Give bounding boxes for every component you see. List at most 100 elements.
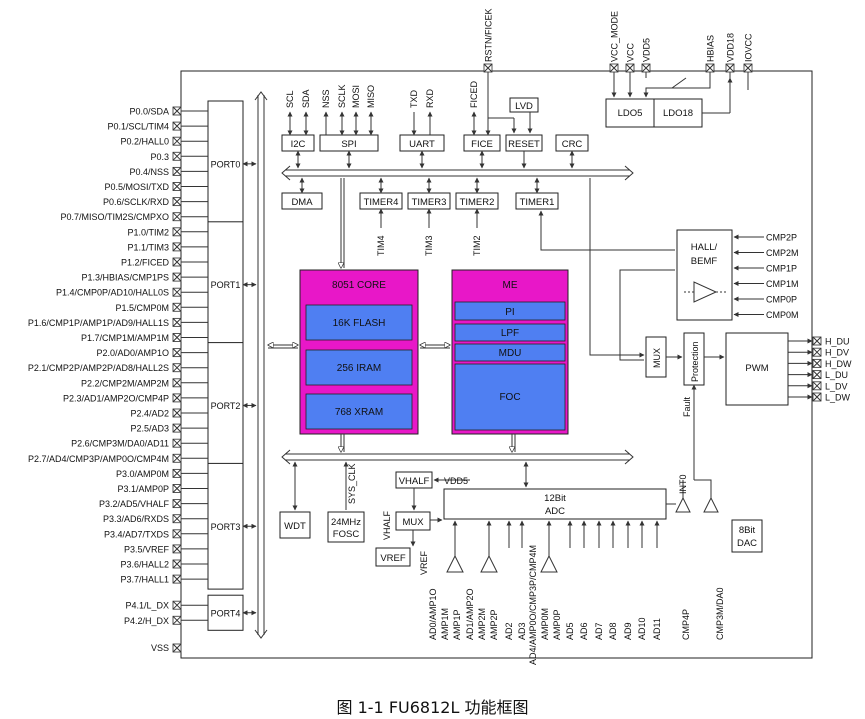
amp2-opamp	[480, 554, 498, 573]
port-label: PORT3	[211, 522, 241, 532]
left-pin-marker	[172, 514, 182, 524]
left-pin-marker	[172, 529, 182, 539]
adc-block: 12Bit ADC	[443, 461, 667, 520]
wdt-block: WDT	[279, 461, 311, 539]
motor-engine: ME PI LPF MDU FOC	[451, 269, 569, 435]
timer3-block: TIMER3 TIM3	[407, 177, 451, 256]
left-pin-marker	[172, 499, 182, 509]
left-pin-label: P0.5/MOSI/TXD	[104, 182, 169, 192]
hall-label: HALL/	[691, 242, 718, 253]
left-pin-marker	[172, 348, 182, 358]
left-pin-marker	[172, 544, 182, 554]
uart-label: UART	[409, 139, 435, 150]
adc-bits-label: 12Bit	[544, 493, 566, 504]
adc-input-label: AD1/AMP2O	[465, 588, 475, 640]
pwm-label: PWM	[745, 363, 768, 374]
adc-input-label: AD10	[637, 617, 647, 640]
hall-bemf-block: HALL/ BEMF	[676, 229, 733, 321]
left-pin-label: P2.2/CMP2M/AMP2M	[81, 378, 169, 388]
dma-label: DMA	[291, 197, 313, 208]
left-pin-marker	[172, 212, 182, 222]
left-pin-label: P2.5/AD3	[130, 424, 169, 434]
fosc-freq-label: 24MHz	[331, 517, 361, 528]
left-pin-label: P3.5/VREF	[124, 544, 170, 554]
lpf-block	[454, 323, 566, 342]
left-pin-label: P2.1/CMP2P/AMP2P/AD8/HALL2S	[28, 363, 169, 373]
mdu-block	[454, 343, 566, 362]
spi-label: SPI	[341, 139, 356, 150]
left-pin-marker	[172, 287, 182, 297]
adc-input-label: CMP4P	[681, 609, 691, 640]
tim3-label: TIM3	[424, 235, 434, 256]
pwm-output-label: H_DW	[825, 359, 852, 369]
pwm-output-label: L_DU	[825, 370, 848, 380]
peripheral-bus-top	[281, 165, 634, 181]
left-pin-marker	[172, 378, 182, 388]
pwm-output-label: L_DV	[825, 381, 848, 391]
int0-comparators: INT0	[666, 474, 719, 513]
left-pin-label: P2.3/AD1/AMP2O/CMP4P	[63, 393, 169, 403]
pwm-block	[725, 332, 789, 406]
left-pin-marker	[172, 227, 182, 237]
left-pin-marker	[172, 574, 182, 584]
figure-caption: 图 1-1 FU6812L 功能框图	[336, 698, 529, 717]
mux-bottom-label: MUX	[402, 517, 424, 528]
amp1-opamp	[446, 554, 464, 573]
vhalf-label: VHALF	[399, 476, 430, 487]
adc-input-label: CMP3M/DA0	[715, 587, 725, 640]
top-pin-marker	[743, 63, 753, 73]
pi-block	[454, 301, 566, 321]
iram-label: 256 IRAM	[337, 363, 381, 374]
left-pin-marker	[172, 302, 182, 312]
port-bus	[254, 91, 268, 639]
pwm-output-marker	[812, 381, 822, 391]
adc-input-label: AD5	[565, 622, 575, 640]
adc-input-label: AD3	[517, 622, 527, 640]
dma-block: DMA	[281, 177, 323, 210]
pwm-output-marker	[812, 370, 822, 380]
left-pin-label: P2.0/AD0/AMP1O	[96, 348, 169, 358]
fice-block: FICE FICED	[463, 78, 517, 169]
adc-input-label: AMP0M	[540, 608, 550, 640]
ldo-area: LDO5 LDO18	[605, 77, 749, 128]
adc-input-label: AD8	[608, 622, 618, 640]
reset-block: RESET	[505, 134, 543, 169]
mux-right-label: MUX	[652, 348, 662, 368]
left-pin-label: P0.4/NSS	[129, 167, 169, 177]
adc-input-label: AMP1P	[452, 609, 462, 640]
port-label: PORT4	[211, 608, 241, 618]
int0-label: INT0	[678, 474, 688, 494]
left-pin-marker	[172, 408, 182, 418]
left-pin-label: P2.6/CMP3M/DA0/AD11	[71, 439, 169, 449]
mosi-label: MOSI	[351, 85, 361, 108]
vref-block	[375, 547, 411, 567]
pwm-output-marker	[812, 336, 822, 346]
timer1-block: TIMER1	[515, 177, 675, 251]
core-8051: 8051 CORE 16K FLASH 256 IRAM 768 XRAM	[299, 269, 419, 435]
pwm-path: MUX Protection PWM Fault	[589, 178, 789, 480]
left-pin-label: P1.6/CMP1P/AMP1P/AD9/HALL1S	[28, 318, 169, 328]
left-pin-marker	[172, 151, 182, 161]
pwm-output-label: L_DW	[825, 393, 851, 403]
ldo5-label: LDO5	[618, 108, 643, 119]
timer1-label: TIMER1	[520, 197, 555, 208]
sclk-label: SCLK	[337, 84, 347, 108]
uart-block: UART TXD RXD	[399, 88, 445, 169]
amp0-opamp	[540, 554, 558, 573]
port-block	[207, 342, 244, 469]
cmp-input-label: CMP0M	[766, 310, 799, 320]
me-title: ME	[503, 280, 518, 291]
left-pin-marker	[172, 272, 182, 282]
top-pin-marker	[609, 63, 619, 73]
left-pin-marker	[172, 468, 182, 478]
left-pin-label: P3.6/HALL2	[120, 560, 169, 570]
left-pin-label: P3.2/AD5/VHALF	[99, 499, 170, 509]
left-pin-label: P1.5/CMP0M	[115, 303, 169, 313]
pwm-output-label: H_DV	[825, 348, 849, 358]
left-pin-marker	[172, 121, 182, 131]
vss-label: VSS	[151, 643, 169, 653]
left-pin-label: P1.0/TIM2	[127, 227, 169, 237]
cmp-input-label: CMP1P	[766, 264, 797, 274]
bemf-label: BEMF	[691, 256, 718, 267]
